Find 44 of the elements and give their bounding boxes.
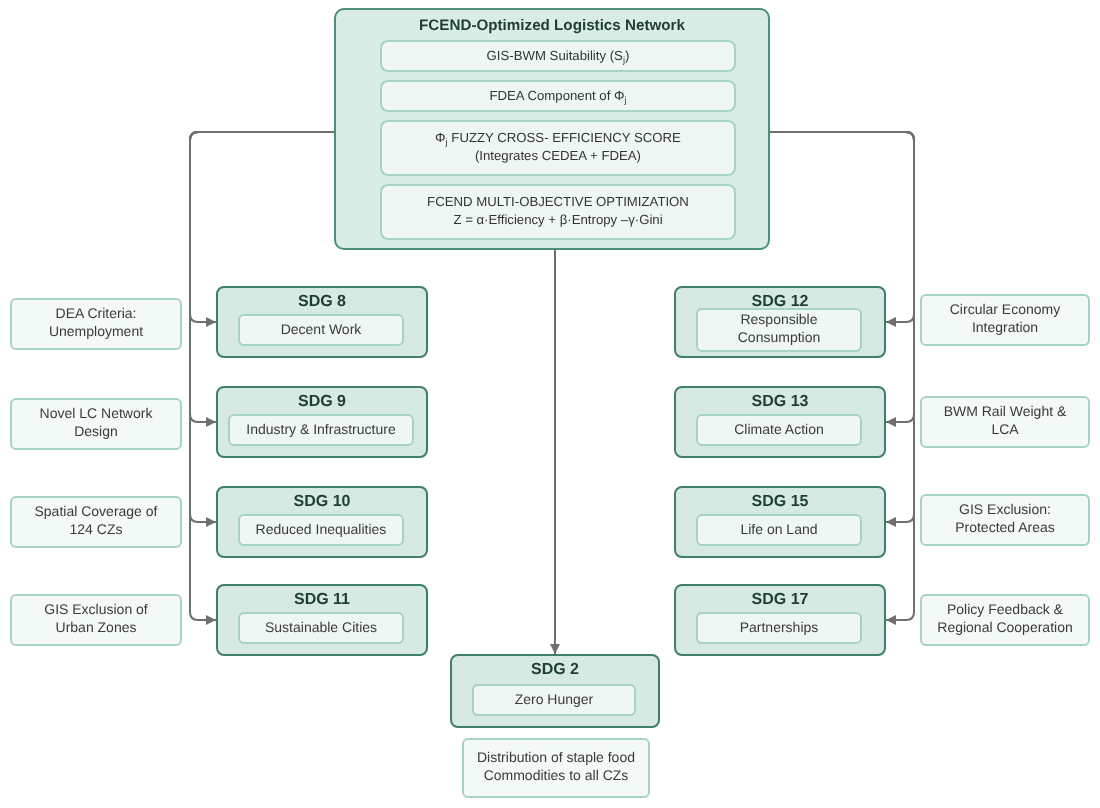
sdg-title: SDG 17 [751, 590, 809, 608]
goal-card [696, 308, 862, 352]
goal-card [238, 314, 404, 346]
network-panel [334, 8, 770, 250]
sdg-card [216, 486, 428, 558]
criterion-card [10, 298, 182, 350]
criterion-card [10, 398, 182, 450]
criterion-card [10, 594, 182, 646]
sdg-title: SDG 15 [751, 492, 809, 510]
criterion-card [920, 594, 1090, 646]
sdg-title: SDG 2 [530, 660, 579, 678]
sdg-card [674, 486, 886, 558]
sdg-title: SDG 12 [751, 292, 809, 310]
sdg-card [216, 584, 428, 656]
sdg-title: SDG 10 [293, 492, 351, 510]
goal-card [228, 414, 414, 446]
criterion-card [920, 494, 1090, 546]
sdg-card [674, 386, 886, 458]
criterion-card [462, 738, 650, 798]
metric-card [380, 120, 736, 176]
metric-card [380, 80, 736, 112]
sdg-title: SDG 13 [751, 392, 809, 410]
goal-card [238, 514, 404, 546]
sdg-card [450, 654, 660, 728]
sdg-card [674, 584, 886, 656]
sdg-title: SDG 11 [293, 590, 350, 608]
connector-arrow [550, 249, 560, 655]
criterion-card [10, 496, 182, 548]
goal-card [472, 684, 636, 716]
connector-arrow [769, 131, 915, 625]
sdg-title: SDG 9 [297, 392, 346, 410]
sdg-card [674, 286, 886, 358]
sdg-card [216, 386, 428, 458]
sdg-card [216, 286, 428, 358]
goal-card [696, 612, 862, 644]
metric-card [380, 40, 736, 72]
criterion-card [920, 294, 1090, 346]
goal-card [696, 514, 862, 546]
goal-card [696, 414, 862, 446]
sdg-title: SDG 8 [297, 292, 346, 310]
criterion-card [920, 396, 1090, 448]
metric-card [380, 184, 736, 240]
goal-card [238, 612, 404, 644]
connector-arrow [189, 131, 335, 625]
